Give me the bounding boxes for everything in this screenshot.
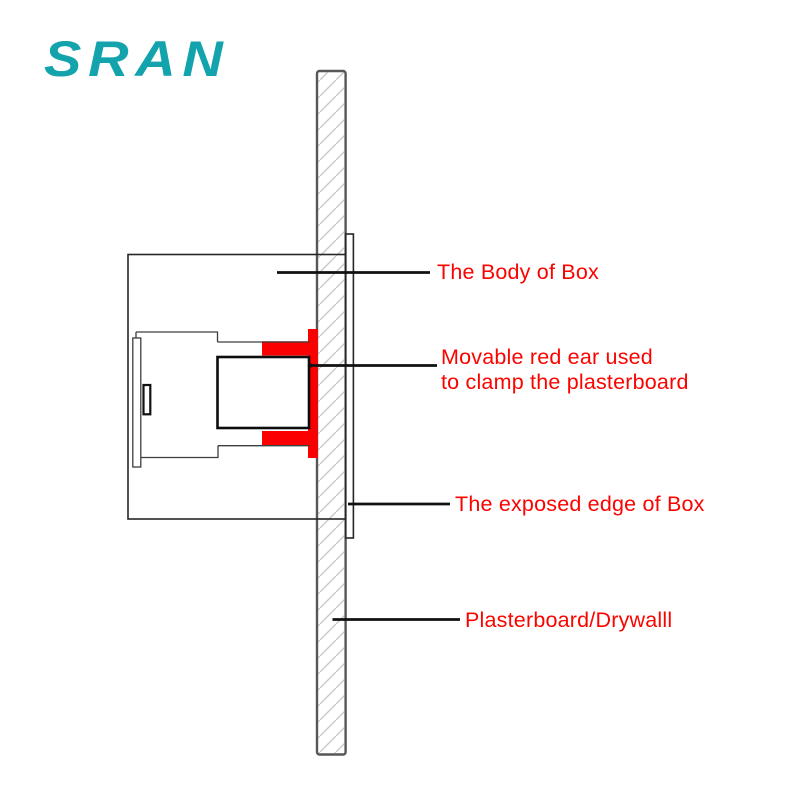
plasterboard-strip bbox=[315, 69, 347, 756]
leader-dot-movable-ear bbox=[307, 363, 313, 368]
label-movable-ear-line2: to clamp the plasterboard bbox=[441, 369, 689, 394]
label-body-of-box: The Body of Box bbox=[437, 260, 599, 284]
red-ear-top bbox=[262, 341, 309, 356]
label-plasterboard: Plasterboard/Drywalll bbox=[465, 607, 673, 632]
brand-logo: SRAN bbox=[44, 31, 230, 87]
label-movable-ear: Movable red ear used to clamp the plaste… bbox=[441, 345, 689, 395]
label-movable-ear-line1: Movable red ear used bbox=[441, 344, 653, 369]
plasterboard-hatch-fill bbox=[318, 72, 345, 754]
label-exposed-edge: The exposed edge of Box bbox=[455, 492, 705, 516]
flange-fixing-block bbox=[142, 383, 152, 416]
box-exposed-edge bbox=[344, 233, 355, 539]
red-ear-bottom bbox=[262, 431, 309, 446]
red-clamp-bar bbox=[308, 329, 318, 458]
clamp-support-square bbox=[216, 355, 311, 430]
box-front-flange bbox=[132, 337, 142, 468]
ear-edge-lines bbox=[217, 341, 310, 447]
